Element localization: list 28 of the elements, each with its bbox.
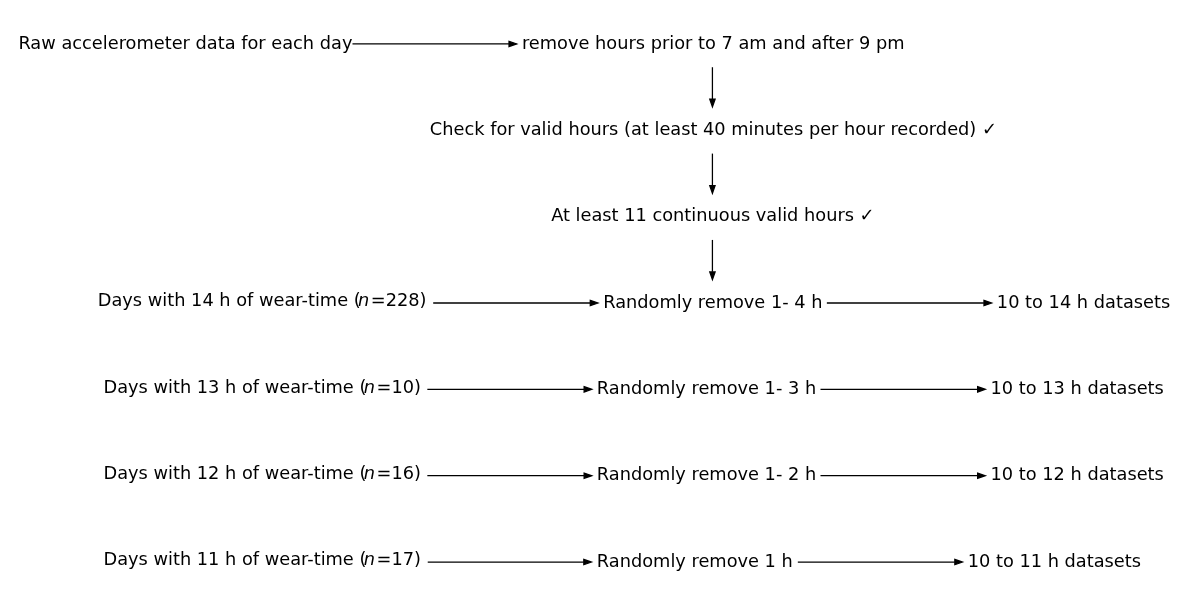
arrow <box>426 471 594 479</box>
node-text: 10 to 12 h datasets <box>990 463 1164 484</box>
node-text: Randomly remove 1- 2 h <box>596 463 817 484</box>
arrow <box>432 298 600 307</box>
arrow <box>797 558 965 566</box>
node-text: 10 to 13 h datasets <box>990 377 1164 398</box>
arrow <box>708 66 716 109</box>
arrow <box>426 385 594 393</box>
node-text: Days with 13 h of wear-time (n=10) <box>103 376 421 397</box>
node-text: Raw accelerometer data for each day <box>18 32 353 53</box>
node-text: Randomly remove 1- 3 h <box>596 377 817 398</box>
arrow <box>819 385 988 393</box>
node-text: Randomly remove 1 h <box>596 550 793 571</box>
arrow <box>708 152 716 195</box>
node-text: 10 to 14 h datasets <box>996 291 1171 312</box>
arrow <box>708 238 716 281</box>
node-text: Days with 11 h of wear-time (n=17) <box>103 548 421 569</box>
node-text: remove hours prior to 7 am and after 9 pm <box>521 32 905 53</box>
arrow <box>351 39 519 47</box>
arrow <box>826 298 994 307</box>
arrow <box>819 471 988 479</box>
node-text: 10 to 11 h datasets <box>967 550 1141 571</box>
node-text: At least 11 continuous valid hours ✓ <box>551 204 875 225</box>
node-text: Days with 14 h of wear-time (n=228) <box>97 289 427 310</box>
node-text: Randomly remove 1- 4 h <box>603 291 823 312</box>
arrow <box>427 558 594 566</box>
node-text: Days with 12 h of wear-time (n=16) <box>103 462 421 483</box>
node-text: Check for valid hours (at least 40 minutes per hour recorded) ✓ <box>429 118 997 139</box>
